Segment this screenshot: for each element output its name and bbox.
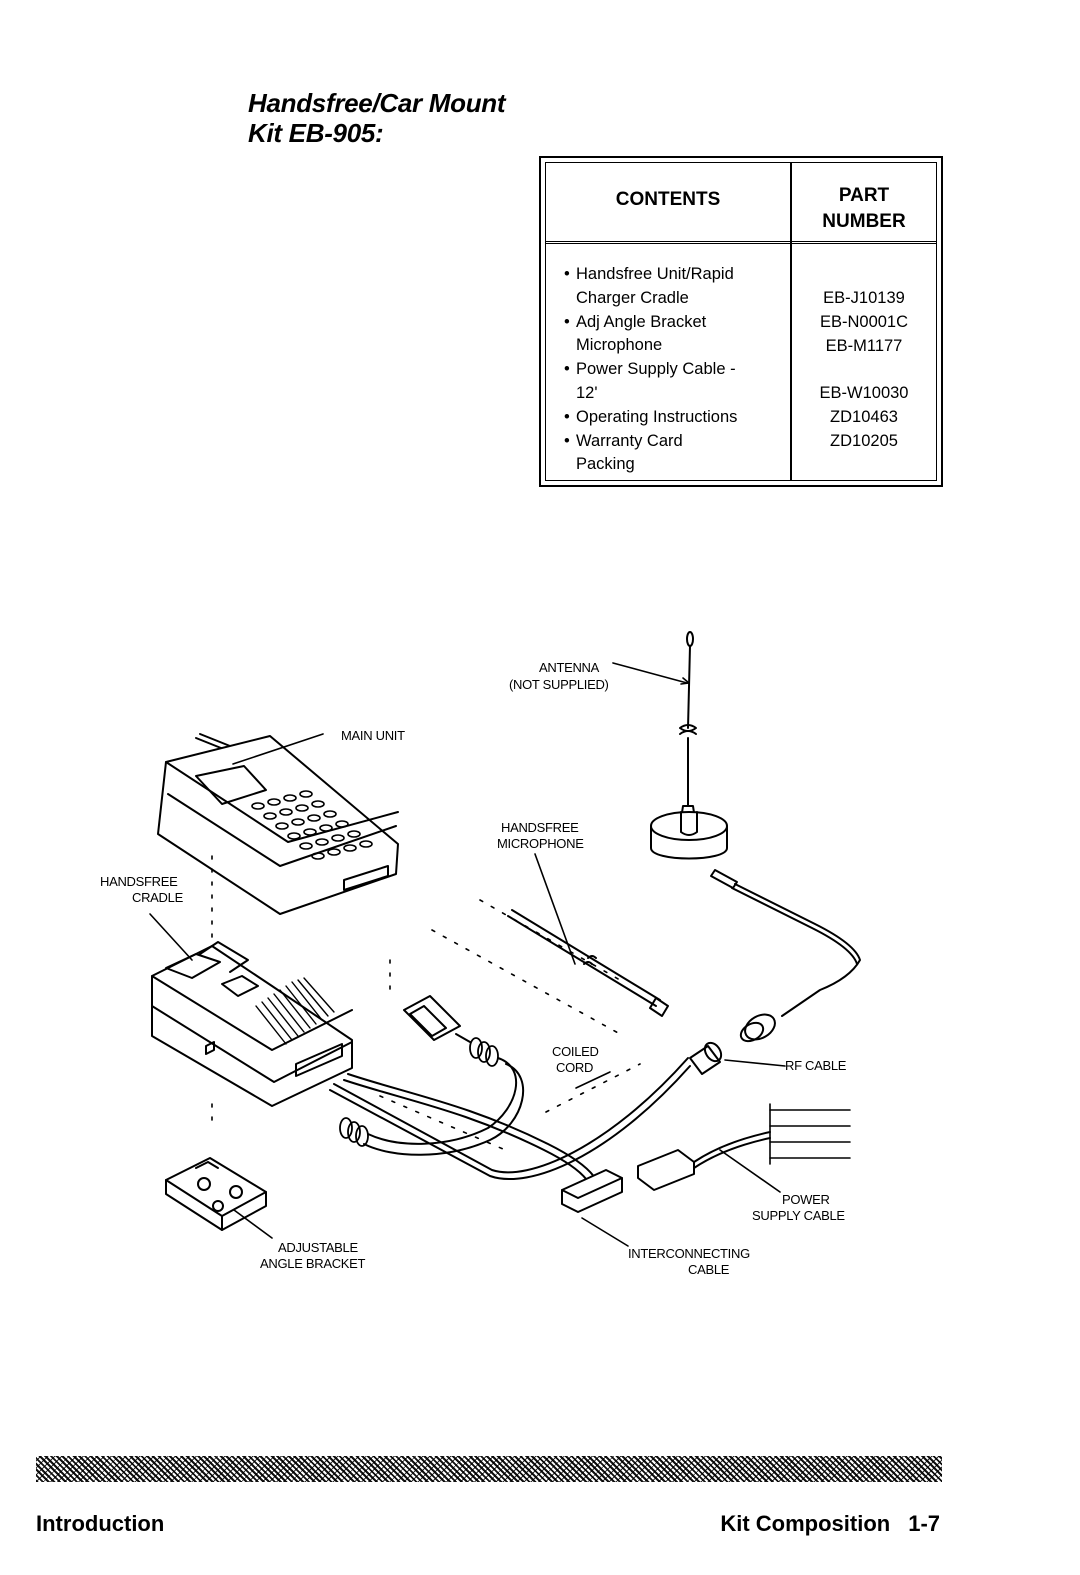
table-column-divider — [790, 163, 792, 480]
label-main-unit: MAIN UNIT — [341, 728, 405, 743]
label-power-supply-1: POWER — [782, 1192, 830, 1207]
label-antenna: ANTENNA — [539, 660, 600, 675]
bullet: • — [564, 360, 570, 379]
leader-lines — [149, 662, 786, 1247]
label-rf-cable: RF CABLE — [785, 1058, 847, 1073]
coiled-cord-illustration — [339, 995, 525, 1156]
bullet: • — [564, 407, 570, 426]
contents-table-inner: CONTENTS PART NUMBER • Handsfree Unit/Rap… — [545, 162, 937, 481]
list-item: • Operating Instructions — [564, 406, 790, 430]
label-handsfree-cradle-2: CRADLE — [132, 890, 184, 905]
list-item: • Power Supply Cable - 12' — [564, 358, 790, 406]
item-text: Operating Instructions — [576, 407, 738, 426]
label-handsfree-cradle-1: HANDSFREE — [100, 874, 178, 889]
label-adjustable-bracket-2: ANGLE BRACKET — [260, 1256, 366, 1271]
header-part-line-1: PART — [838, 185, 890, 206]
header-part-number: PART NUMBER — [792, 183, 936, 235]
item-continuation: Microphone — [576, 336, 663, 355]
antenna-illustration — [650, 631, 861, 1075]
item-continuation: Charger Cradle — [576, 288, 689, 307]
footer-chapter-title: Kit Composition — [720, 1511, 891, 1536]
footer-section: Introduction — [36, 1511, 165, 1536]
page-number: 1-7 — [908, 1511, 940, 1536]
part-number: EB-M1177 — [825, 336, 903, 355]
footer-halftone-band — [36, 1456, 942, 1482]
bracket-illustration — [165, 1157, 267, 1231]
bullet: • — [564, 312, 570, 331]
item-text: Warranty Card — [576, 431, 683, 450]
assembly-guides — [211, 855, 641, 1153]
cables-illustration — [329, 1057, 851, 1213]
label-handsfree-microphone-2: MICROPHONE — [497, 836, 584, 851]
part-number: EB-W10030 — [819, 384, 909, 403]
label-adjustable-bracket-1: ADJUSTABLE — [278, 1240, 358, 1255]
label-interconnecting-cable-2: CABLE — [688, 1262, 730, 1277]
main-unit-illustration — [157, 733, 399, 915]
item-continuation: 12' — [576, 383, 598, 402]
cradle-illustration — [151, 941, 353, 1107]
table-header-row: CONTENTS PART NUMBER — [546, 163, 936, 244]
page-title: Handsfree/Car Mount Kit EB-905: — [248, 88, 506, 148]
part-number: EB-J10139 — [823, 289, 905, 307]
label-not-supplied: (NOT SUPPLIED) — [509, 677, 609, 692]
part-number: ZD10463 — [830, 407, 898, 426]
header-part-line-2: NUMBER — [822, 211, 906, 232]
item-continuation: Packing — [576, 455, 635, 474]
title-line-2: Kit EB-905: — [248, 118, 384, 148]
contents-table: CONTENTS PART NUMBER • Handsfree Unit/Rap… — [539, 156, 943, 487]
bullet: • — [564, 431, 570, 450]
label-power-supply-2: SUPPLY CABLE — [752, 1208, 845, 1223]
title-line-1: Handsfree/Car Mount — [248, 88, 506, 118]
item-text: Power Supply Cable - — [576, 360, 736, 379]
footer-chapter: Kit Composition 1-7 — [720, 1511, 940, 1537]
bullet: • — [564, 265, 570, 283]
microphone-illustration — [507, 909, 669, 1017]
label-interconnecting-cable-1: INTERCONNECTING — [628, 1246, 750, 1261]
part-number: ZD10205 — [830, 431, 898, 450]
label-coiled-cord-1: COILED — [552, 1044, 599, 1059]
label-handsfree-microphone-1: HANDSFREE — [501, 820, 579, 835]
item-text: Adj Angle Bracket — [576, 312, 707, 331]
label-coiled-cord-2: CORD — [556, 1060, 593, 1075]
part-number: EB-N0001C — [819, 312, 909, 331]
header-contents: CONTENTS — [615, 189, 721, 210]
item-text: Handsfree Unit/Rapid — [576, 265, 734, 283]
